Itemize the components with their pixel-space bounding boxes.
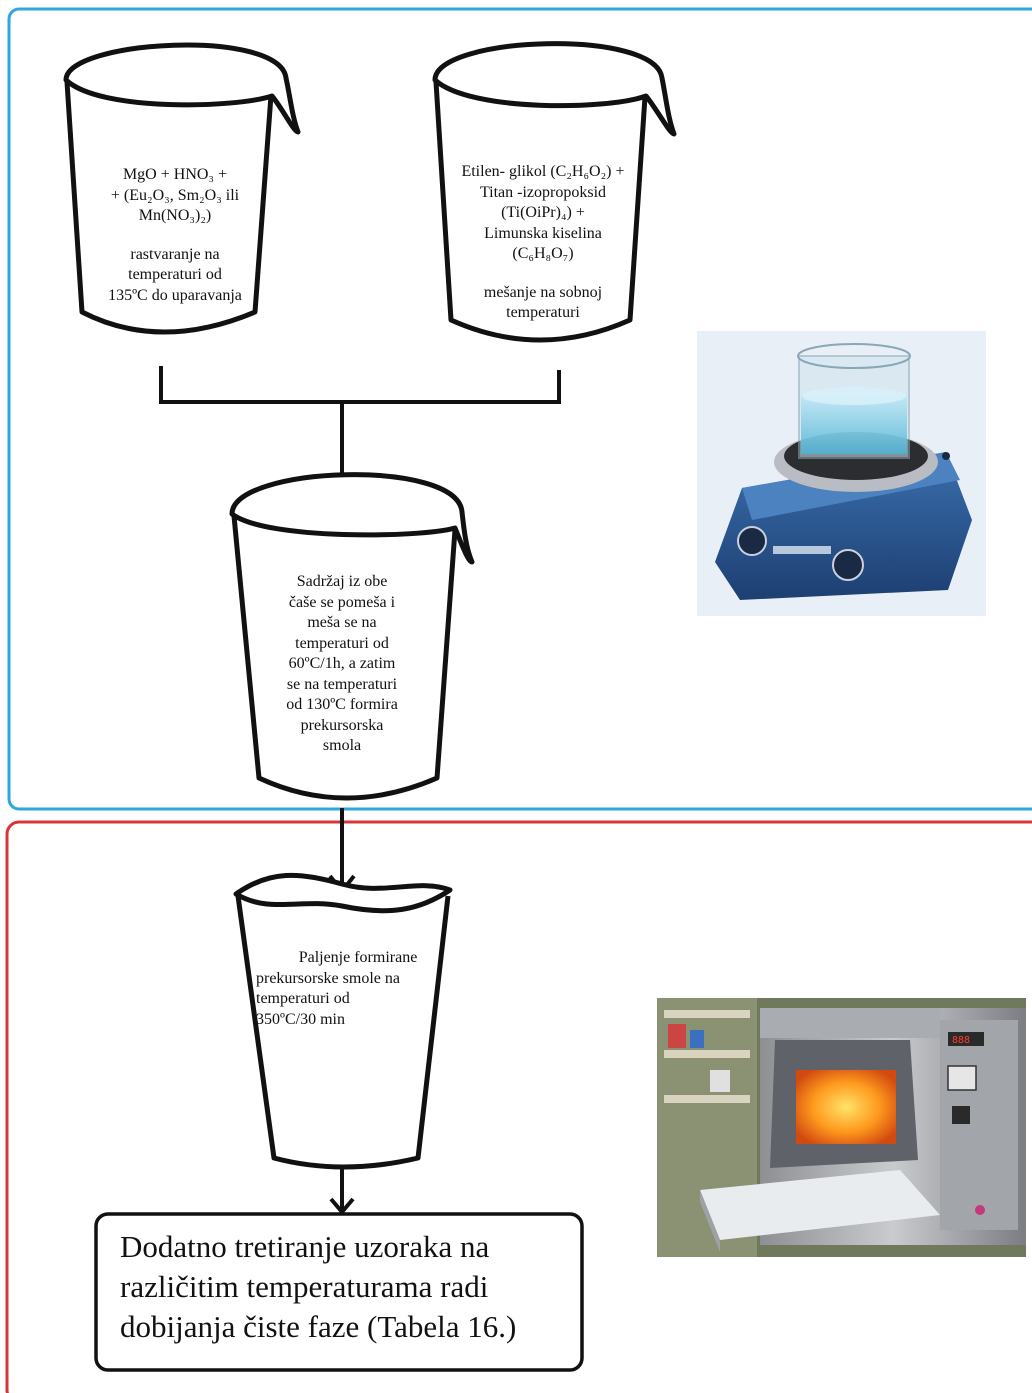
beaker-3-line: smola xyxy=(322,737,362,754)
beaker-2-line: Etilen- glikol (C₂H₆O₂) + xyxy=(461,163,625,180)
beaker-1-subline: 135ºC do uparavanja xyxy=(108,286,242,304)
top-section-frame xyxy=(7,7,1032,811)
beaker-3-line: od 130ºC formira xyxy=(286,696,398,713)
beaker-3-line: meša se na xyxy=(307,614,377,631)
beaker-2-subline: temperaturi xyxy=(506,304,580,321)
crucible-line: prekursorske smole na xyxy=(256,969,400,987)
final-box-line: Dodatno tretiranje uzoraka na xyxy=(120,1229,490,1264)
beaker-2-subline: mešanje na sobnoj xyxy=(483,283,603,301)
beaker-1-subline: rastvaranje na xyxy=(130,245,220,263)
final-connector xyxy=(329,1168,355,1216)
beaker-3-line: čaše se pomeša i xyxy=(288,593,396,611)
crucible-line: Paljenje formirane xyxy=(298,949,418,966)
final-box-line: različitim temperaturama radi xyxy=(120,1269,489,1304)
beaker-1-subline: temperaturi od xyxy=(128,266,222,283)
final-box-text: Dodatno tretiranje uzoraka na različitim… xyxy=(96,1214,582,1370)
beaker-1-line: MgO + HNO₃ + xyxy=(122,166,228,183)
magnetic-stirrer-photo xyxy=(697,331,986,616)
beaker-3-line: se na temperaturi xyxy=(286,675,398,693)
crucible-line: 350ºC/30 min xyxy=(256,1010,345,1028)
crucible-text: Paljenje formirane prekursorske smole na… xyxy=(256,948,438,1030)
beaker-2-line: (Ti(OiPr)₄) + xyxy=(501,204,585,221)
beaker-2 xyxy=(432,41,677,343)
beaker-3-line: temperaturi od xyxy=(295,634,389,652)
crucible-connector xyxy=(328,808,356,895)
final-box-line: dobijanja čiste faze (Tabela 16.) xyxy=(120,1309,517,1344)
beaker-2-line: Titan -izopropoksid xyxy=(479,183,607,201)
beaker-3-line: Sadržaj iz obe xyxy=(296,573,388,590)
beaker-1-text: MgO + HNO₃ + + (Eu₂O₃, Sm₂O₃ ili Mn(NO₃)… xyxy=(90,165,260,306)
beaker-3-line: 60ºC/1h, a zatim xyxy=(288,655,396,672)
bottom-section-frame xyxy=(5,820,1032,1393)
beaker-1-line: + (Eu₂O₃, Sm₂O₃ ili xyxy=(110,186,240,204)
beaker-3-line: prekursorska xyxy=(300,716,384,734)
furnace-photo: 888 xyxy=(657,998,1026,1257)
crucible-line: temperaturi od xyxy=(256,990,350,1007)
crucible xyxy=(233,872,453,1170)
final-box xyxy=(94,1212,584,1372)
svg-text:888: 888 xyxy=(952,1035,970,1046)
beaker-3-text: Sadržaj iz obe čaše se pomeša i meša se … xyxy=(262,572,422,757)
beaker-2-line: Limunska kiselina xyxy=(484,224,602,242)
beaker-1-line: Mn(NO₃)₂) xyxy=(138,207,212,224)
beaker-1 xyxy=(63,42,301,335)
beaker-2-line: (C₆H₈O₇) xyxy=(512,245,574,262)
beaker-3 xyxy=(229,472,475,801)
beaker-2-text: Etilen- glikol (C₂H₆O₂) + Titan -izoprop… xyxy=(448,162,638,324)
